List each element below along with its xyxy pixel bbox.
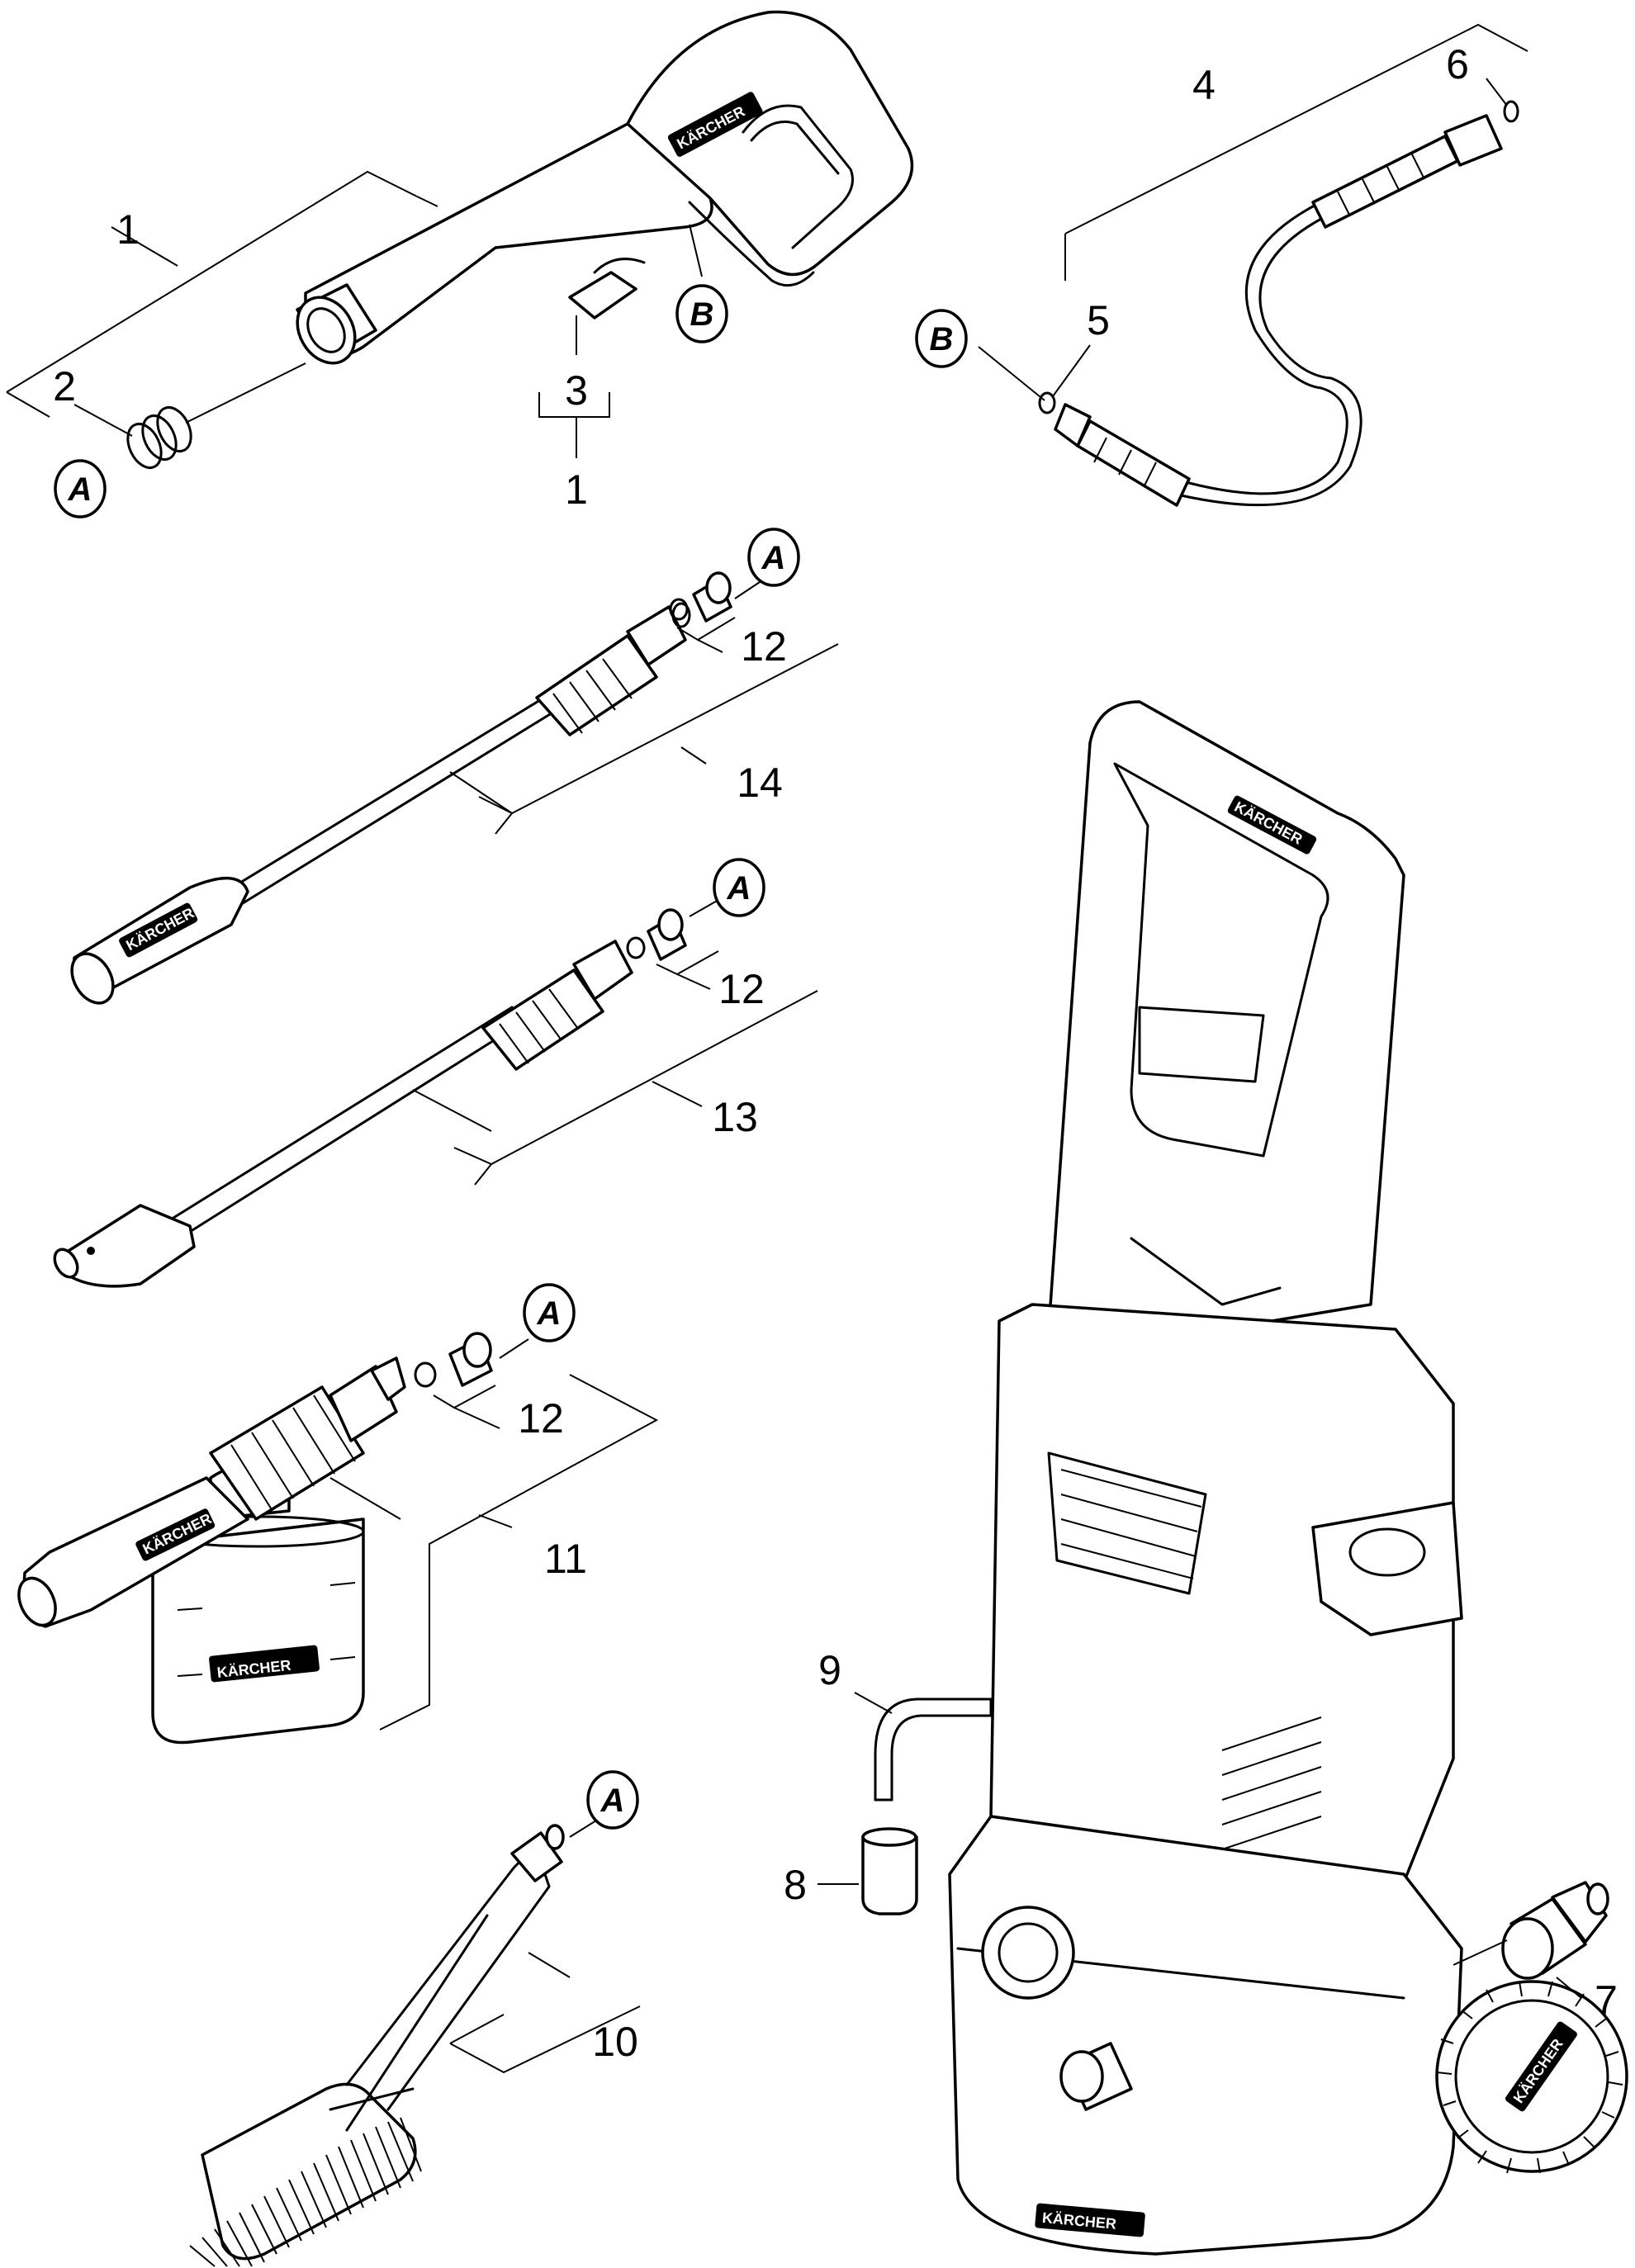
leader-lines-hose bbox=[978, 23, 1528, 401]
callout-1: 1 bbox=[116, 206, 140, 253]
leader-lines-7 bbox=[1453, 1939, 1582, 1999]
callout-3: 3 bbox=[565, 367, 588, 414]
marker-b-gun: B bbox=[690, 296, 714, 333]
marker-a-lance-14: A bbox=[761, 540, 786, 576]
marker-a-lance-13: A bbox=[727, 870, 751, 907]
callout-2: 2 bbox=[53, 363, 76, 410]
marker-a-foam: A bbox=[537, 1295, 562, 1332]
callout-13: 13 bbox=[712, 1094, 758, 1140]
leader-lines-13 bbox=[412, 899, 818, 1186]
callout-12-lance-14: 12 bbox=[741, 623, 787, 670]
spring bbox=[126, 406, 192, 469]
callout-11: 11 bbox=[544, 1536, 587, 1582]
leader-lines-gun bbox=[6, 170, 703, 458]
hose-connector bbox=[1501, 1881, 1609, 1980]
callout-5: 5 bbox=[1087, 297, 1110, 343]
callout-9: 9 bbox=[818, 1647, 841, 1693]
connection-markers: A B B A A A A bbox=[54, 284, 968, 1830]
detergent-filter bbox=[861, 1827, 918, 1915]
high-pressure-hose bbox=[1038, 100, 1519, 507]
callout-labels: 1 2 3 1 4 5 6 7 8 9 10 11 12 12 12 13 14 bbox=[53, 41, 1618, 2065]
callout-4: 4 bbox=[1192, 62, 1216, 108]
leader-lines-8-9 bbox=[818, 1692, 893, 1885]
callout-10: 10 bbox=[592, 2019, 638, 2065]
spray-gun: KÄRCHER bbox=[126, 10, 914, 469]
marker-a-gun: A bbox=[68, 471, 92, 508]
wash-brush bbox=[189, 1824, 565, 2267]
spray-lance-13 bbox=[53, 908, 687, 1288]
callout-14: 14 bbox=[737, 760, 783, 806]
marker-a-brush: A bbox=[600, 1783, 625, 1819]
callout-12-foam: 12 bbox=[518, 1395, 564, 1442]
callout-7: 7 bbox=[1595, 1977, 1618, 2024]
foam-nozzle: KÄRCHER KÄRCHER bbox=[17, 1332, 493, 1745]
leader-lines-11 bbox=[329, 1338, 659, 1731]
callout-8: 8 bbox=[784, 1862, 807, 1908]
callout-1-repeat: 1 bbox=[565, 466, 588, 513]
callout-12-lance-13: 12 bbox=[718, 966, 765, 1012]
spray-lance-14: KÄRCHER bbox=[70, 571, 732, 1005]
marker-b-hose: B bbox=[930, 321, 954, 357]
leader-lines-14 bbox=[449, 581, 839, 835]
detergent-suction-tube bbox=[874, 1697, 993, 1802]
pressure-washer-unit: KÄRCHER KÄRCHER KÄRCHER bbox=[948, 700, 1628, 2256]
callout-6: 6 bbox=[1446, 41, 1469, 88]
